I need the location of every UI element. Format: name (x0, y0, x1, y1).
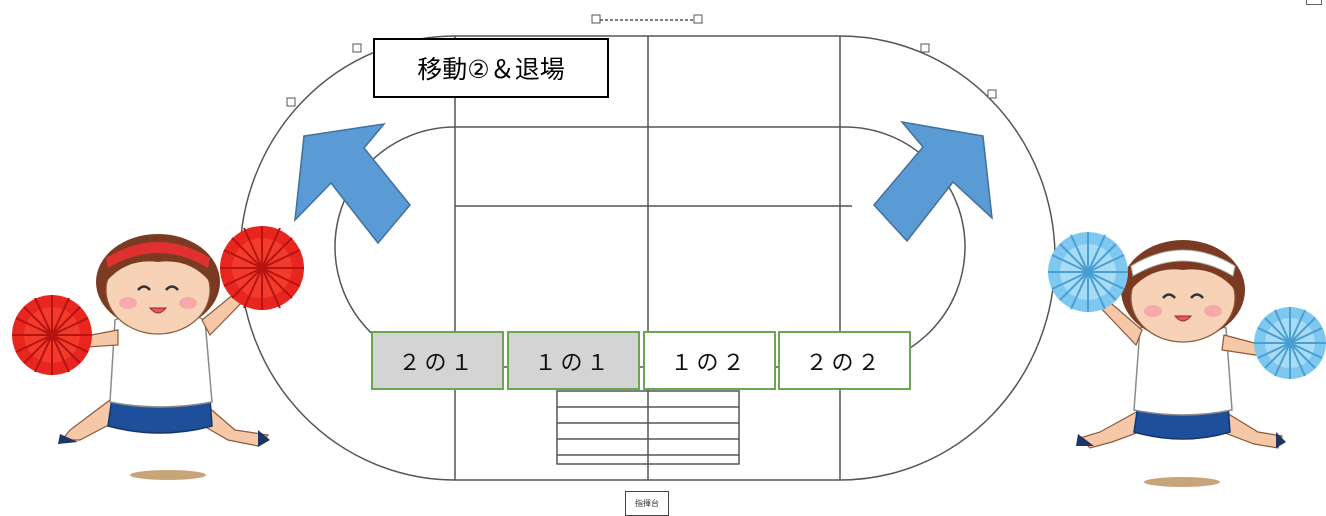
left-exit-arrow (294, 122, 411, 245)
right-exit-arrow (873, 120, 993, 243)
diagram-title: 移動②＆退場 (373, 38, 609, 98)
pompom-red-right (220, 226, 304, 310)
corner-marker (1306, 0, 1322, 5)
pompom-blue-left (1048, 232, 1128, 312)
cheerleader-blue (1076, 240, 1286, 487)
steps (556, 390, 740, 465)
class-box-1-1: １の１ (507, 331, 640, 390)
cheerleader-red (58, 234, 270, 480)
pompom-red-left (12, 295, 92, 375)
conductor-stand-label: 指揮台 (625, 491, 669, 516)
class-box-2-2: ２の２ (778, 331, 911, 390)
class-box-2-1: ２の１ (371, 331, 504, 390)
selection-handles (286, 14, 997, 107)
pompom-blue-right (1254, 307, 1326, 379)
class-box-1-2: １の２ (643, 331, 776, 390)
